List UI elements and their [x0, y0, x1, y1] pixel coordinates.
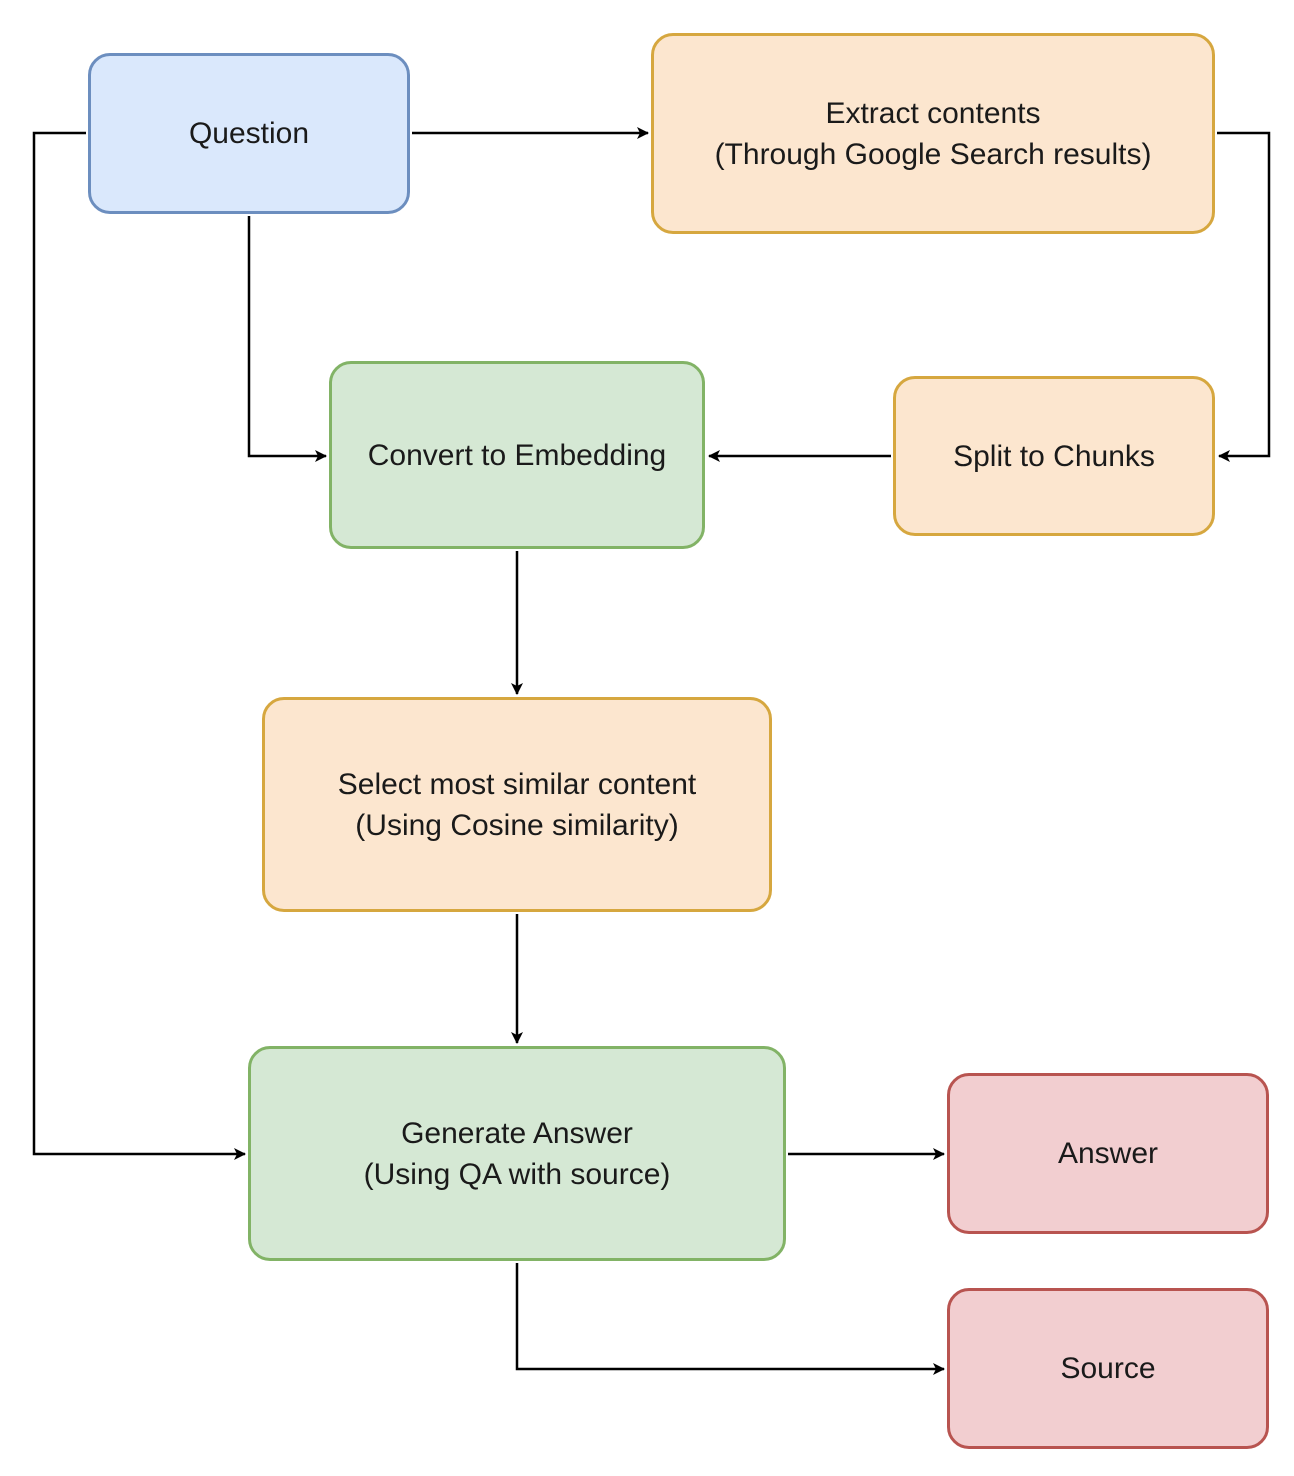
- node-select-similar-content: Select most similar content (Using Cosin…: [262, 697, 772, 912]
- node-split-to-chunks: Split to Chunks: [893, 376, 1215, 536]
- edge-question-to-generate: [32, 131, 246, 1160]
- node-source-label: Source: [1060, 1352, 1156, 1385]
- node-convert-to-embedding: Convert to Embedding: [329, 361, 705, 549]
- node-answer-label: Answer: [1057, 1137, 1159, 1170]
- edge-extract-to-split: [1217, 131, 1271, 462]
- node-source: Source: [947, 1288, 1269, 1449]
- node-split-to-chunks-label: Split to Chunks: [953, 439, 1155, 473]
- node-extract-contents-subtitle: (Through Google Search results): [714, 137, 1152, 171]
- node-select-similar-content-subtitle: (Using Cosine similarity): [355, 808, 679, 842]
- node-question: Question: [88, 53, 410, 214]
- node-answer: Answer: [947, 1073, 1269, 1234]
- node-generate-answer-subtitle: (Using QA with source): [363, 1157, 671, 1191]
- node-generate-answer-title: Generate Answer: [401, 1116, 633, 1150]
- node-extract-contents: Extract contents (Through Google Search …: [651, 33, 1215, 234]
- edge-generate-to-source: [515, 1263, 945, 1375]
- node-extract-contents-title: Extract contents: [825, 96, 1041, 130]
- node-select-similar-content-title: Select most similar content: [337, 767, 697, 801]
- edge-question-to-convert: [247, 216, 327, 462]
- node-generate-answer: Generate Answer (Using QA with source): [248, 1046, 786, 1261]
- node-question-label: Question: [188, 117, 310, 150]
- node-convert-to-embedding-label: Convert to Embedding: [367, 438, 667, 472]
